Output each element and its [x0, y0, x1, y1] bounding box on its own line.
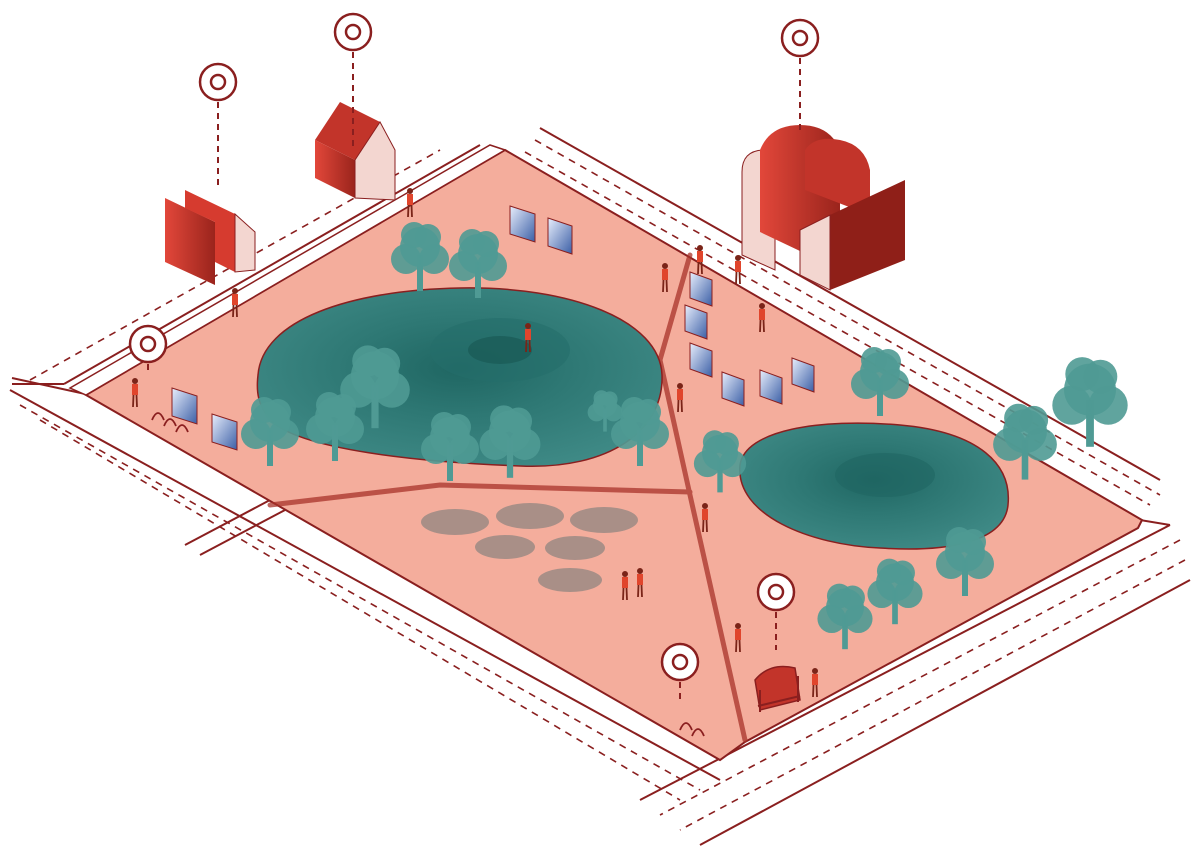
person-icon [702, 503, 708, 533]
bench [509, 205, 536, 243]
location-marker-icon [333, 12, 373, 148]
person-icon [525, 323, 531, 353]
tree-icon [421, 412, 479, 481]
tree-icon [867, 558, 923, 625]
bench [171, 387, 198, 425]
building-icon [165, 190, 256, 285]
tree-icon [587, 390, 623, 432]
building-icon [741, 125, 905, 291]
tree-icon [241, 397, 299, 466]
person-icon [812, 668, 818, 698]
location-marker-icon [756, 572, 796, 650]
people [132, 188, 818, 698]
stepping-stones [421, 503, 638, 592]
person-icon [637, 568, 643, 598]
person-icon [677, 383, 683, 413]
small-pond [739, 422, 1010, 550]
bench [791, 357, 815, 393]
location-marker-icon [198, 62, 238, 190]
person-icon [759, 303, 765, 333]
tree-icon [851, 347, 909, 416]
bench [211, 413, 238, 451]
park-paths [267, 252, 748, 743]
person-icon [662, 263, 668, 293]
person-icon [697, 245, 703, 275]
bench [689, 342, 713, 378]
bus-shelter-icon [754, 665, 801, 712]
location-marker-icon [128, 324, 168, 372]
large-pond [256, 287, 663, 467]
bench [759, 369, 783, 405]
bench [547, 217, 573, 255]
tree-icon [479, 405, 541, 478]
person-icon [622, 571, 628, 601]
person-icon [232, 288, 238, 318]
benches [171, 205, 815, 451]
person-icon [735, 623, 741, 653]
tree-icon [449, 229, 507, 298]
person-icon [407, 188, 413, 218]
tree-icon [693, 430, 747, 493]
tree-icon [391, 222, 449, 291]
bench [721, 371, 745, 407]
building-icon [315, 102, 396, 201]
location-marker-icon [660, 642, 700, 700]
person-icon [132, 378, 138, 408]
tree-icon [993, 403, 1057, 480]
tree-icon [611, 397, 669, 466]
bench [684, 304, 708, 340]
tree-icon [817, 583, 873, 650]
bench [689, 271, 713, 307]
trees [241, 222, 1128, 650]
location-marker-icon [780, 18, 820, 130]
tree-icon [1052, 357, 1128, 447]
bike-rack-icon [151, 412, 705, 737]
map-markers [128, 12, 820, 700]
tree-icon [306, 392, 364, 461]
tree-icon [936, 527, 994, 596]
person-icon [735, 255, 741, 285]
